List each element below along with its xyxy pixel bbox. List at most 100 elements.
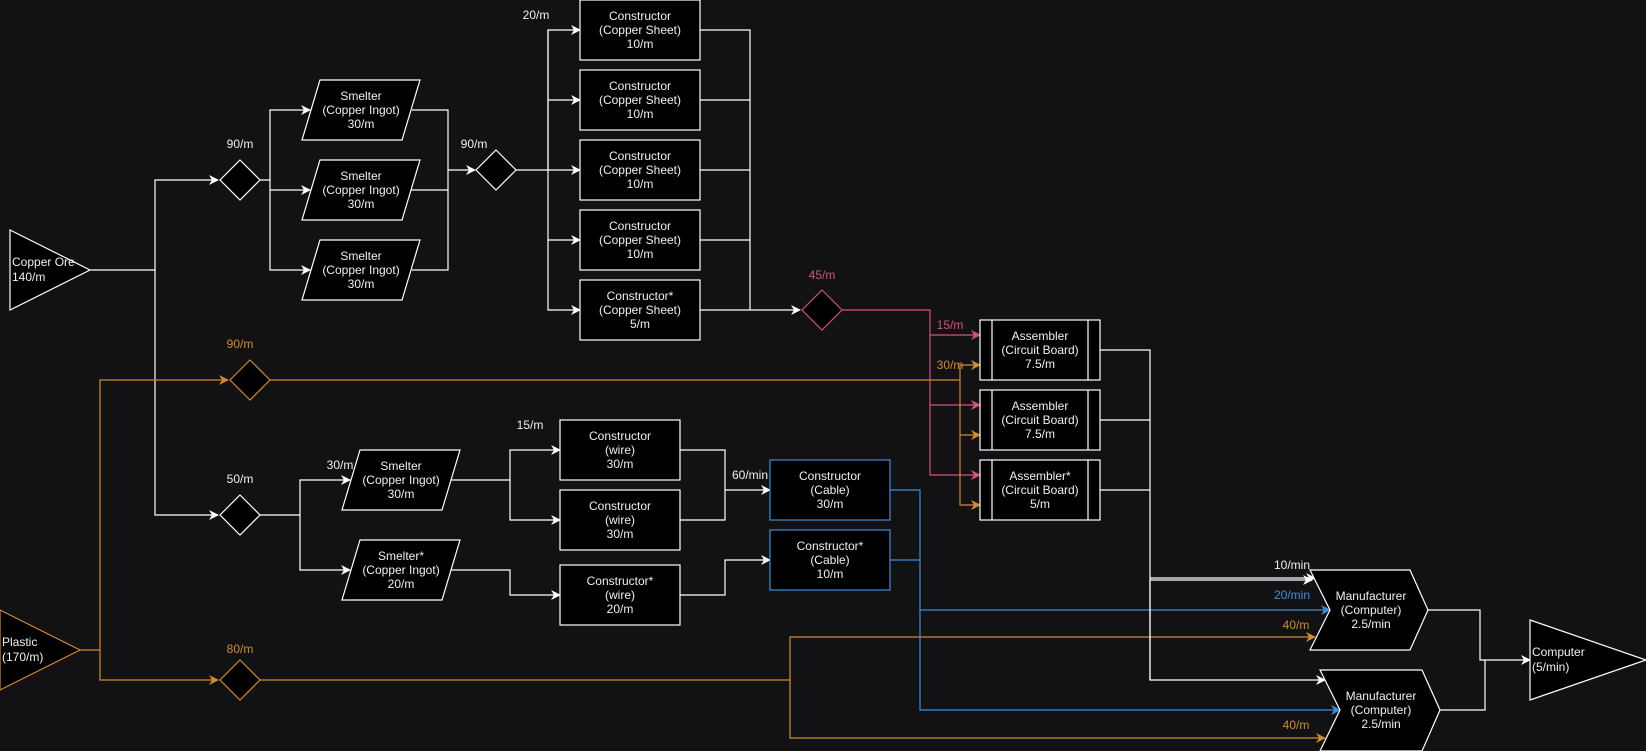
node-rate: 30/m — [607, 457, 634, 471]
constructor-wire-1[interactable]: Constructor (wire) 30/m — [559, 419, 681, 481]
node-rate: 30/m — [348, 197, 375, 211]
edge-ws-smelter2 — [299, 515, 351, 575]
edge-plastic-bottom — [99, 650, 219, 685]
edge-smelter-wire3 — [450, 569, 561, 600]
node-product: (Copper Sheet) — [599, 233, 681, 247]
edge-s2-c4 — [547, 170, 581, 245]
node-title: Constructor — [589, 429, 651, 443]
node-product: (Cable) — [810, 483, 849, 497]
constructor-wire-2[interactable]: Constructor (wire) 30/m — [559, 489, 681, 551]
node-rate: 7.5/m — [1025, 357, 1055, 371]
node-product: (wire) — [605, 443, 635, 457]
node-product: (wire) — [605, 513, 635, 527]
smelter-bottom-2[interactable]: Smelter* (Copper Ingot) 20/m — [341, 539, 461, 601]
node-rate: 2.5/min — [1351, 617, 1390, 631]
node-title: Constructor* — [607, 289, 674, 303]
node-title: Constructor — [609, 9, 671, 23]
node-title: Manufacturer — [1336, 589, 1407, 603]
node-title: Constructor — [609, 79, 671, 93]
output-computer[interactable]: Computer (5/min) — [1529, 619, 1646, 701]
constructor-sheet-5[interactable]: Constructor* (Copper Sheet) 5/m — [579, 279, 701, 341]
edge-label: 30/m — [327, 458, 354, 472]
edge-smelter-wire — [450, 445, 561, 481]
edge-label: 60/min — [732, 468, 768, 482]
smelter-bottom-1[interactable]: Smelter (Copper Ingot) 30/m — [341, 449, 461, 511]
source-copper-ore[interactable]: Copper Ore 140/m — [9, 229, 92, 311]
edge-wire-cable — [680, 449, 770, 521]
splitter-wire[interactable]: 50/m — [219, 472, 261, 536]
source-rate: 140/m — [12, 270, 45, 284]
edge-label: 40/m — [1283, 618, 1310, 632]
manufacturer-2[interactable]: Manufacturer (Computer) 2.5/min — [1319, 669, 1441, 751]
node-title: Smelter — [380, 459, 421, 473]
node-title: Assembler — [1012, 399, 1069, 413]
node-product: (Copper Ingot) — [322, 103, 399, 117]
edge-plastic-mfg2 — [789, 680, 1326, 743]
node-rate: 10/m — [627, 37, 654, 51]
constructor-cable-2[interactable]: Constructor* (Cable) 10/m — [769, 529, 891, 591]
source-plastic[interactable]: Plastic (170/m) — [0, 609, 82, 691]
edge-sheet-assembler3 — [929, 405, 981, 480]
node-title: Constructor — [799, 469, 861, 483]
smelter-top-3[interactable]: Smelter (Copper Ingot) 30/m — [301, 239, 421, 301]
node-rate: 30/m — [348, 277, 375, 291]
splitter-sheet[interactable]: 45/m — [801, 268, 843, 331]
node-product: (Copper Sheet) — [599, 303, 681, 317]
node-title: Smelter* — [378, 549, 424, 563]
node-rate: 30/m — [607, 527, 634, 541]
edge-ore-trunk — [90, 175, 219, 271]
node-product: (Circuit Board) — [1001, 413, 1078, 427]
splitter-label: 80/m — [227, 642, 254, 656]
splitter-label: 90/m — [227, 337, 254, 351]
edge-plastic-mfg — [260, 632, 1316, 681]
source-rate: (170/m) — [2, 650, 43, 664]
node-title: Constructor — [609, 219, 671, 233]
constructor-sheet-4[interactable]: Constructor (Copper Sheet) 10/m — [579, 209, 701, 271]
constructor-sheet-3[interactable]: Constructor (Copper Sheet) 10/m — [579, 139, 701, 201]
constructor-sheet-1[interactable]: Constructor (Copper Sheet) 10/m — [579, 0, 701, 61]
assembler-2[interactable]: Assembler (Circuit Board) 7.5/m — [979, 389, 1101, 451]
edge-sheet-assembler1 — [842, 309, 981, 340]
node-title: Assembler* — [1009, 469, 1071, 483]
constructor-sheet-2[interactable]: Constructor (Copper Sheet) 10/m — [579, 69, 701, 131]
constructor-wire-3[interactable]: Constructor* (wire) 20/m — [559, 564, 681, 626]
node-title: Manufacturer — [1346, 689, 1417, 703]
constructor-cable-1[interactable]: Constructor (Cable) 30/m — [769, 459, 891, 521]
output-label: Computer — [1532, 645, 1585, 659]
splitter-label: 50/m — [227, 472, 254, 486]
splitter-plastic-bottom[interactable]: 80/m — [219, 642, 261, 701]
smelter-top-2[interactable]: Smelter (Copper Ingot) 30/m — [301, 159, 421, 221]
node-product: (Copper Ingot) — [322, 183, 399, 197]
node-title: Assembler — [1012, 329, 1069, 343]
edge-mfg2-output — [1440, 660, 1486, 711]
assembler-1[interactable]: Assembler (Circuit Board) 7.5/m — [979, 319, 1101, 381]
splitter-ingot[interactable]: 90/m — [461, 137, 517, 191]
node-rate: 5/m — [1030, 497, 1050, 511]
splitter-plastic-top[interactable]: 90/m — [227, 337, 271, 401]
assembler-3[interactable]: Assembler* (Circuit Board) 5/m — [979, 459, 1101, 521]
edge-label: 20/min — [1274, 588, 1310, 602]
edge-label: 30/m — [937, 358, 964, 372]
node-rate: 30/m — [388, 487, 415, 501]
node-rate: 10/m — [627, 247, 654, 261]
node-rate: 30/m — [348, 117, 375, 131]
node-title: Smelter — [340, 89, 381, 103]
node-rate: 30/m — [817, 497, 844, 511]
node-title: Constructor* — [797, 539, 864, 553]
smelter-top-1[interactable]: Smelter (Copper Ingot) 30/m — [301, 79, 421, 141]
edge-smelter-wire2 — [509, 480, 561, 525]
edge-plastic-a3 — [959, 435, 981, 510]
node-rate: 10/m — [817, 567, 844, 581]
edge-s1-smelter1 — [260, 105, 311, 181]
edge-ws-smelter — [260, 475, 351, 516]
edge-sheet-merge — [700, 29, 800, 310]
node-rate: 10/m — [627, 107, 654, 121]
edge-s1-smelter3 — [269, 190, 311, 275]
splitter-copper-1[interactable]: 90/m — [219, 137, 261, 201]
manufacturer-1[interactable]: Manufacturer (Computer) 2.5/min — [1309, 569, 1429, 651]
node-rate: 20/m — [388, 577, 415, 591]
node-product: (Circuit Board) — [1001, 343, 1078, 357]
node-rate: 7.5/m — [1025, 427, 1055, 441]
edge-cable-mfg2 — [890, 559, 1340, 710]
